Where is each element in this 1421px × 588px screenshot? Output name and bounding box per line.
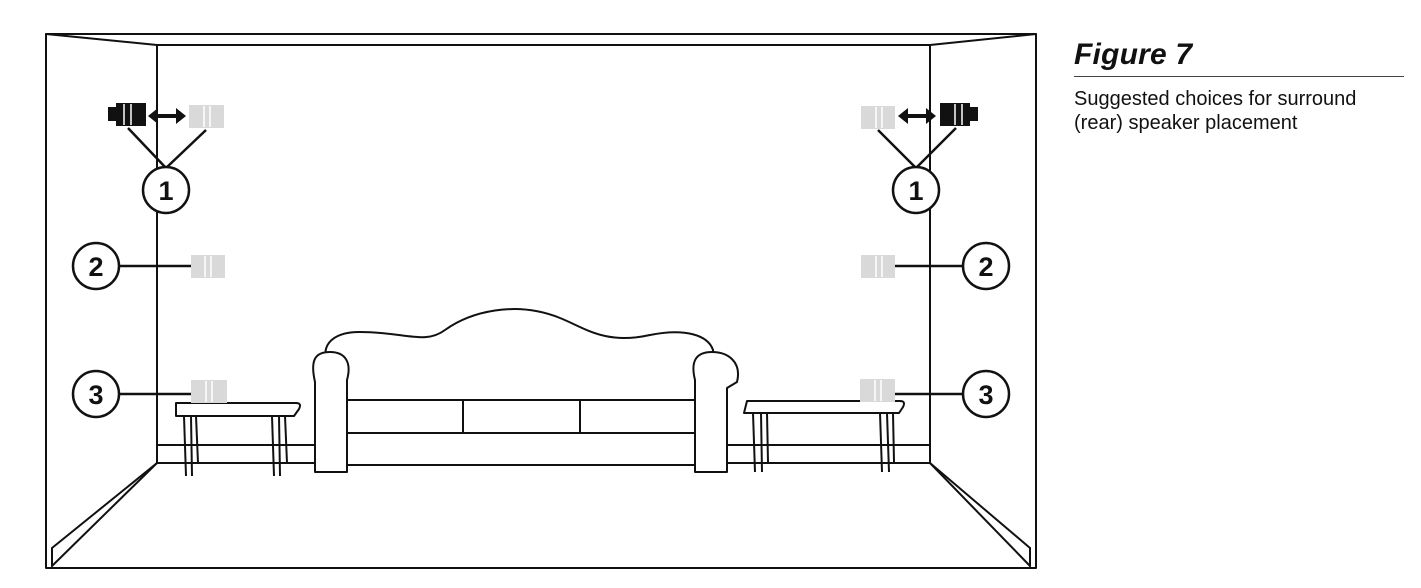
speaker-icon — [189, 105, 224, 128]
ceiling-edge-right — [929, 33, 1037, 46]
position-label-1-right: 1 — [891, 165, 941, 215]
svg-text:2: 2 — [88, 252, 103, 282]
sofa — [312, 308, 740, 473]
figure-description: Suggested choices for surround (rear) sp… — [1074, 88, 1357, 134]
svg-text:1: 1 — [908, 176, 923, 206]
svg-text:1: 1 — [158, 176, 173, 206]
speaker-icon — [861, 106, 895, 129]
position-label-2-right: 2 — [961, 241, 1011, 291]
position-label-2-left: 2 — [71, 241, 121, 291]
room-diagram: 1 2 3 1 — [45, 33, 1037, 569]
speaker-icon — [860, 379, 895, 402]
side-table-right — [743, 400, 905, 473]
double-arrow-icon — [148, 108, 186, 124]
speaker-icon — [108, 103, 146, 126]
speaker-icon — [861, 255, 895, 278]
baseboard-right — [929, 444, 1031, 567]
svg-text:2: 2 — [978, 252, 993, 282]
svg-text:3: 3 — [88, 380, 103, 410]
figure-caption: Figure 7 Suggested choices for surround … — [1074, 38, 1404, 135]
baseboard-left — [51, 444, 158, 567]
figure-title: Figure 7 — [1074, 38, 1404, 77]
position-label-3-right: 3 — [961, 369, 1011, 419]
double-arrow-icon — [898, 108, 936, 124]
speaker-icon — [191, 255, 225, 278]
position-label-3-left: 3 — [71, 369, 121, 419]
svg-text:3: 3 — [978, 380, 993, 410]
side-table-left — [175, 402, 301, 477]
position-label-1-left: 1 — [141, 165, 191, 215]
room-outline — [45, 33, 1037, 569]
ceiling-edge-left — [45, 33, 158, 46]
speaker-icon — [191, 380, 227, 403]
speaker-icon — [940, 103, 978, 126]
